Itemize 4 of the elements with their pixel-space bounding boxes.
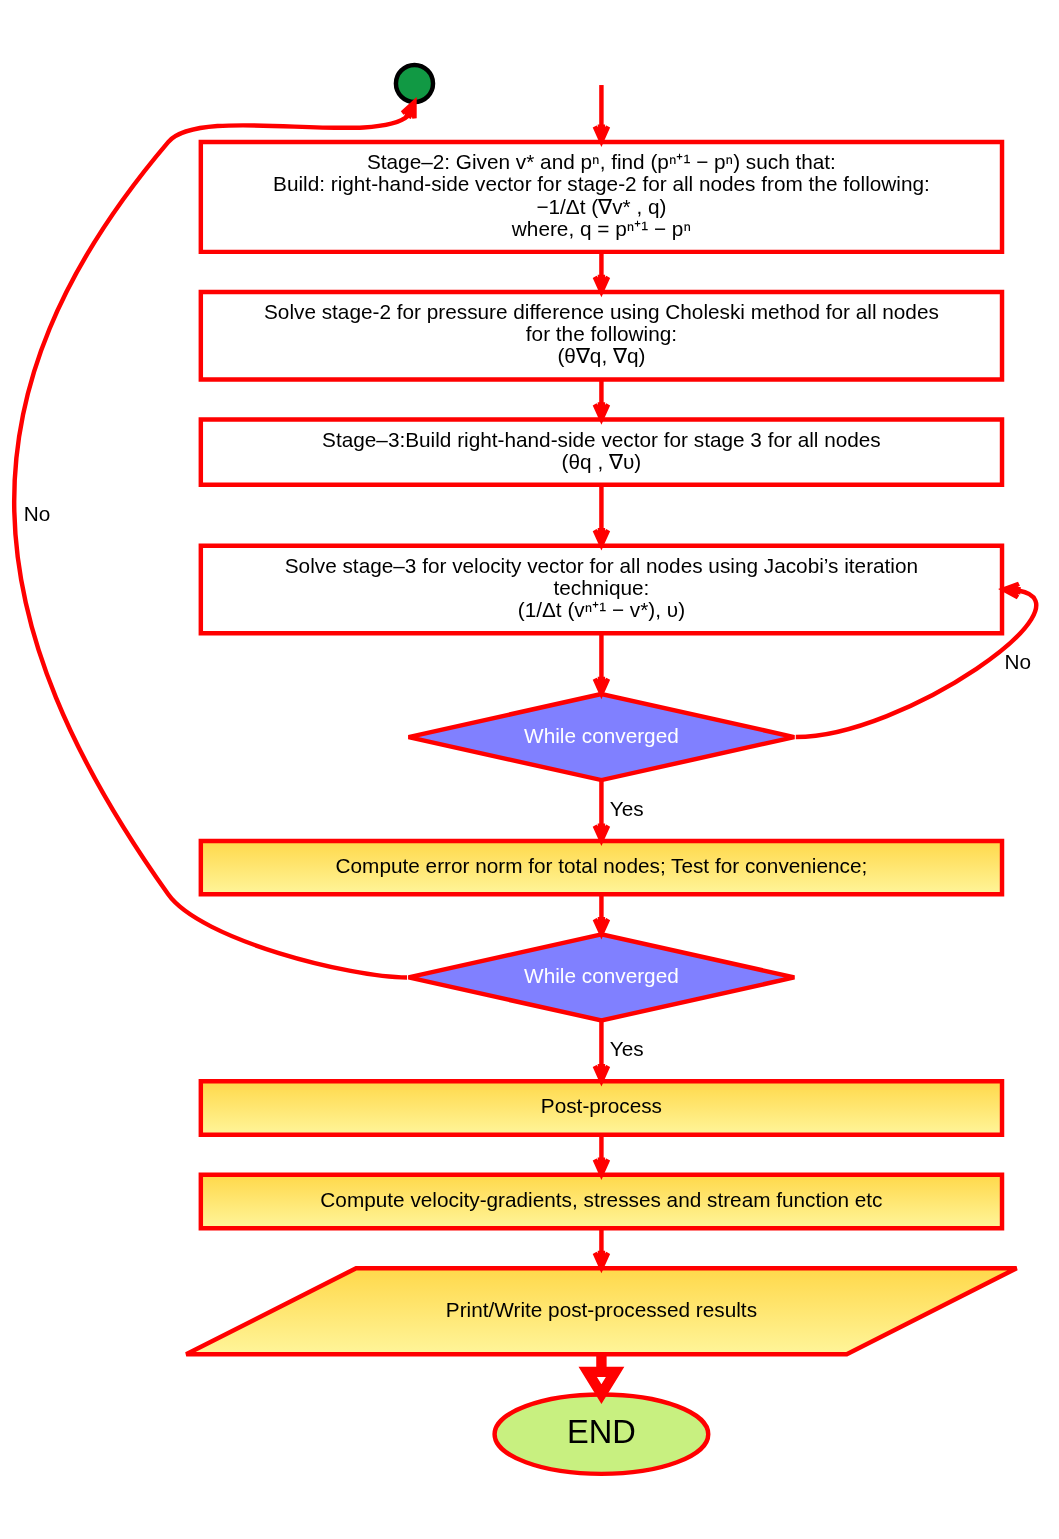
edge-label: Yes — [609, 796, 644, 820]
edge-label: No — [1004, 650, 1031, 674]
edge-label: Yes — [609, 1037, 644, 1061]
edge-label: No — [23, 501, 51, 525]
